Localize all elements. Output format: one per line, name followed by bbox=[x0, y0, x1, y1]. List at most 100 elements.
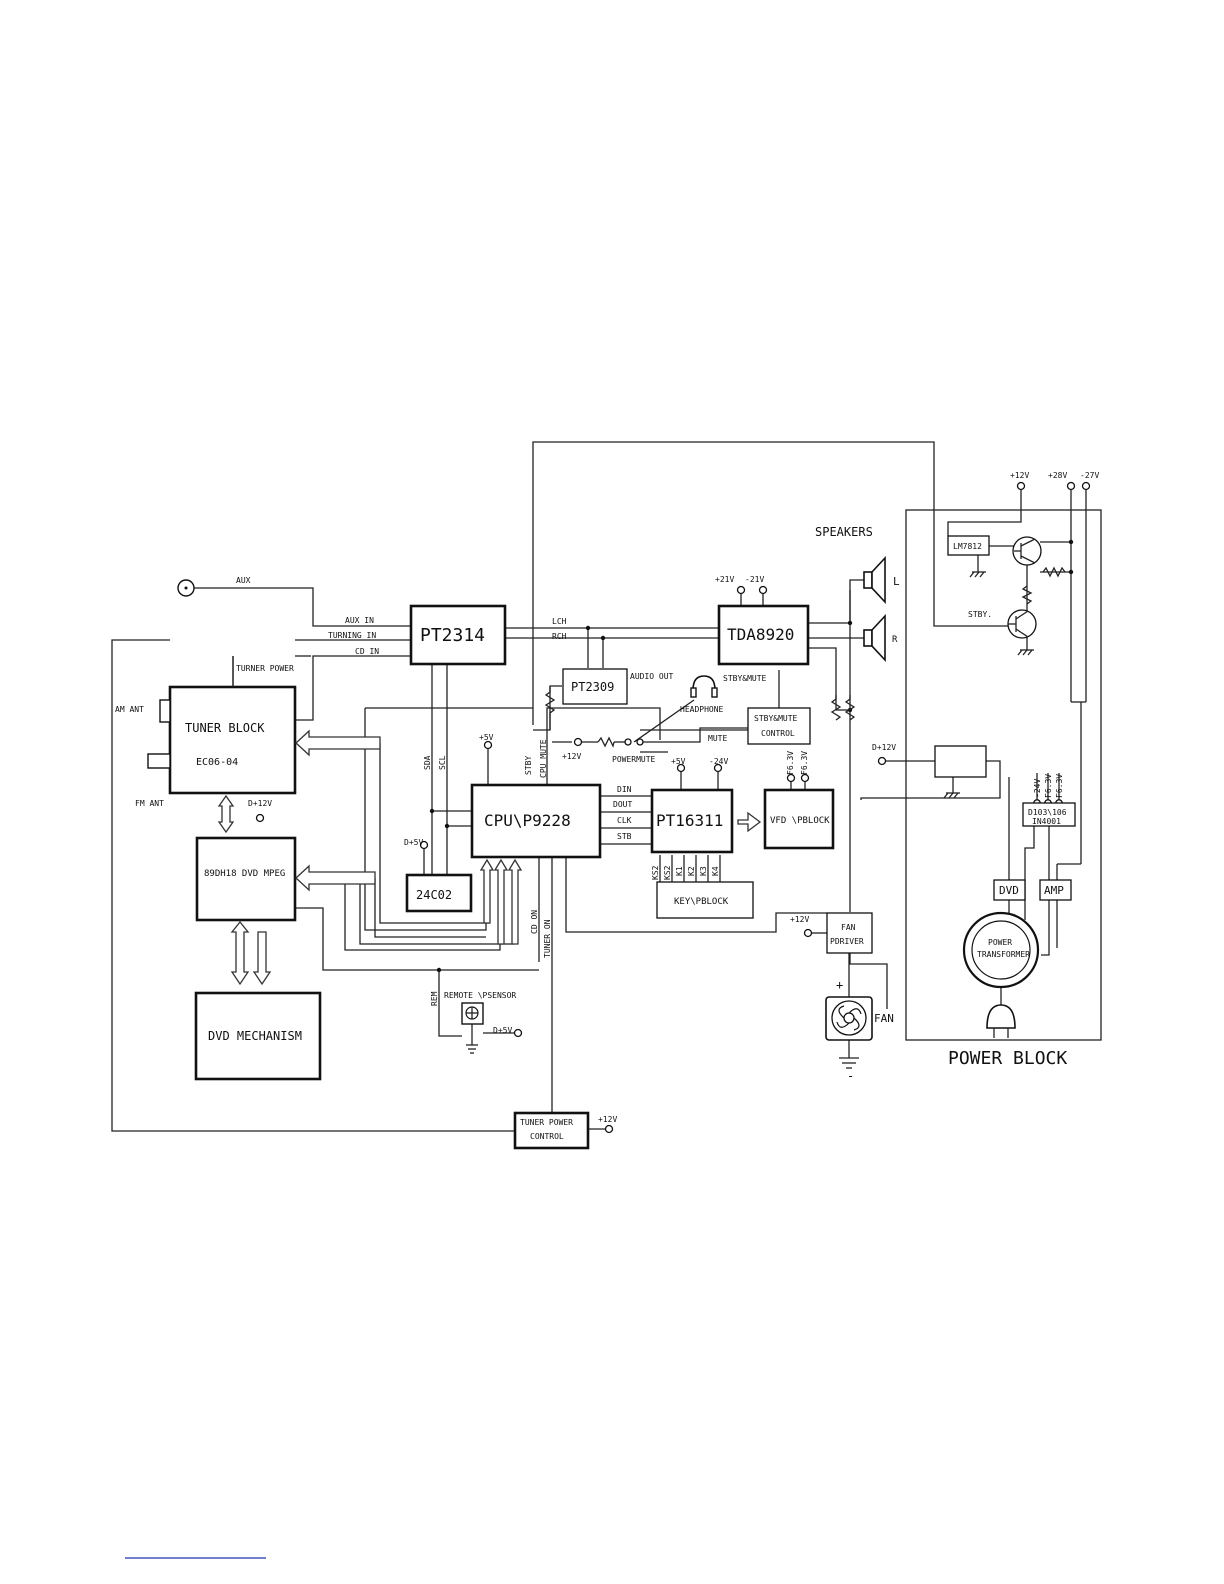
block-pt16311: PT16311 bbox=[650, 788, 734, 854]
svg-text:STBY: STBY bbox=[524, 756, 533, 775]
svg-text:SDA: SDA bbox=[423, 755, 432, 770]
svg-text:CONTROL: CONTROL bbox=[761, 729, 795, 738]
svg-text:FM ANT: FM ANT bbox=[135, 799, 164, 808]
svg-text:POWER: POWER bbox=[988, 938, 1012, 947]
svg-text:D+5V: D+5V bbox=[493, 1026, 512, 1035]
svg-text:K1: K1 bbox=[675, 866, 684, 876]
resistors bbox=[544, 566, 1066, 748]
svg-text:+21V: +21V bbox=[715, 575, 734, 584]
svg-text:K2: K2 bbox=[687, 866, 696, 876]
svg-text:K4: K4 bbox=[711, 866, 720, 876]
power-block: POWER BLOCK LM7812 D103\106 IN4001 bbox=[905, 509, 1102, 1069]
svg-text:STB: STB bbox=[617, 832, 632, 841]
svg-text:CLK: CLK bbox=[617, 816, 632, 825]
svg-text:TUNER BLOCK: TUNER BLOCK bbox=[185, 721, 265, 735]
svg-text:KS2: KS2 bbox=[651, 865, 660, 880]
block-24c02: 24C02 bbox=[405, 873, 473, 913]
svg-text:K3: K3 bbox=[699, 866, 708, 876]
svg-text:LM7812: LM7812 bbox=[953, 542, 982, 551]
block-dvd-mechanism: DVD MECHANISM bbox=[194, 991, 322, 1081]
svg-text:24C02: 24C02 bbox=[416, 888, 452, 902]
svg-text:DIN: DIN bbox=[617, 785, 632, 794]
svg-text:R: R bbox=[892, 635, 898, 645]
svg-text:AMP: AMP bbox=[1044, 884, 1064, 897]
svg-text:CPU MUTE: CPU MUTE bbox=[539, 739, 548, 778]
svg-text:REM: REM bbox=[430, 991, 439, 1006]
svg-text:+12V: +12V bbox=[598, 1115, 617, 1124]
svg-text:VFD \PBLOCK: VFD \PBLOCK bbox=[770, 816, 830, 826]
svg-text:D+12V: D+12V bbox=[872, 743, 896, 752]
svg-text:KS2: KS2 bbox=[663, 865, 672, 880]
svg-text:TRANSFORMER: TRANSFORMER bbox=[977, 950, 1030, 959]
svg-text:DVD: DVD bbox=[999, 884, 1019, 897]
svg-text:+12V: +12V bbox=[1010, 471, 1029, 480]
bus-arrows bbox=[217, 656, 762, 986]
svg-text:+12V: +12V bbox=[562, 752, 581, 761]
svg-text:STBY&MUTE: STBY&MUTE bbox=[754, 714, 798, 723]
block-tda8920: TDA8920 bbox=[717, 604, 810, 666]
svg-text:+12V: +12V bbox=[790, 915, 809, 924]
block-vfd: VFD \PBLOCK bbox=[763, 788, 835, 850]
block-pt2309: PT2309 bbox=[562, 668, 628, 705]
svg-text:F6.3V: F6.3V bbox=[786, 751, 795, 775]
svg-text:TURNER POWER: TURNER POWER bbox=[236, 664, 294, 673]
speaker-left-icon bbox=[863, 555, 886, 605]
svg-text:KEY\PBLOCK: KEY\PBLOCK bbox=[674, 897, 729, 907]
svg-text:STBY.: STBY. bbox=[968, 610, 992, 619]
svg-text:89DH18 DVD MPEG: 89DH18 DVD MPEG bbox=[204, 869, 285, 879]
speaker-right-icon bbox=[863, 613, 886, 663]
svg-text:CD ON: CD ON bbox=[530, 910, 539, 934]
block-stby-mute-control: STBY&MUTE CONTROL bbox=[747, 707, 811, 745]
remote-sensor-icon bbox=[461, 1002, 484, 1054]
svg-text:+5V: +5V bbox=[479, 733, 494, 742]
fan-icon bbox=[825, 996, 873, 1041]
svg-text:TUNER POWER: TUNER POWER bbox=[520, 1118, 573, 1127]
svg-text:SPEAKERS: SPEAKERS bbox=[815, 525, 873, 539]
svg-text:IN4001: IN4001 bbox=[1032, 817, 1061, 826]
svg-text:F6.3V: F6.3V bbox=[800, 751, 809, 775]
svg-text:AUX: AUX bbox=[236, 576, 251, 585]
svg-text:SCL: SCL bbox=[438, 755, 447, 770]
svg-text:CPU\P9228: CPU\P9228 bbox=[484, 811, 571, 830]
svg-text:TURNING IN: TURNING IN bbox=[328, 631, 376, 640]
svg-text:TDA8920: TDA8920 bbox=[727, 625, 794, 644]
svg-text:-: - bbox=[847, 1069, 854, 1083]
svg-text:EC06-04: EC06-04 bbox=[196, 757, 238, 768]
svg-text:REMOTE \PSENSOR: REMOTE \PSENSOR bbox=[444, 991, 516, 1000]
svg-text:+: + bbox=[836, 978, 843, 992]
svg-text:D+5V: D+5V bbox=[404, 838, 423, 847]
svg-text:F6.3V: F6.3V bbox=[1055, 774, 1064, 798]
fm-antenna-icon bbox=[147, 753, 171, 769]
svg-text:L: L bbox=[893, 575, 900, 588]
terminals bbox=[255, 481, 1091, 1134]
svg-text:CONTROL: CONTROL bbox=[530, 1132, 564, 1141]
am-antenna-icon bbox=[159, 699, 171, 723]
svg-text:PT16311: PT16311 bbox=[656, 811, 723, 830]
svg-text:+28V: +28V bbox=[1048, 471, 1067, 480]
voltage-labels: +21V -21V +5V +5V -24V D+12V D+5V D+5V +… bbox=[248, 471, 1099, 1124]
svg-text:-24V: -24V bbox=[709, 757, 728, 766]
block-key: KEY\PBLOCK bbox=[656, 881, 754, 919]
block-fan-driver: FAN PDRIVER bbox=[826, 912, 873, 954]
svg-text:MUTE: MUTE bbox=[708, 734, 727, 743]
svg-text:PDRIVER: PDRIVER bbox=[830, 937, 864, 946]
svg-text:AUX IN: AUX IN bbox=[345, 616, 374, 625]
svg-text:D+12V: D+12V bbox=[248, 799, 272, 808]
svg-text:AM ANT: AM ANT bbox=[115, 705, 144, 714]
svg-text:TUNER ON: TUNER ON bbox=[543, 919, 552, 958]
block-tuner-power-control: TUNER POWER CONTROL bbox=[513, 1111, 590, 1150]
svg-text:STBY&MUTE: STBY&MUTE bbox=[723, 674, 767, 683]
block-pt2314: PT2314 bbox=[409, 604, 507, 666]
svg-text:FAN: FAN bbox=[841, 923, 856, 932]
svg-text:HEADPHONE: HEADPHONE bbox=[680, 705, 724, 714]
svg-text:POWER BLOCK: POWER BLOCK bbox=[948, 1048, 1067, 1069]
svg-text:PT2314: PT2314 bbox=[420, 625, 485, 646]
svg-text:+5V: +5V bbox=[671, 757, 686, 766]
svg-text:-21V: -21V bbox=[745, 575, 764, 584]
svg-text:-27V: -27V bbox=[1080, 471, 1099, 480]
signal-labels: AUX AUX IN TURNING IN CD IN TURNER POWER… bbox=[115, 525, 992, 1083]
svg-text:PT2309: PT2309 bbox=[571, 680, 614, 694]
svg-text:LCH: LCH bbox=[552, 617, 567, 626]
svg-text:DOUT: DOUT bbox=[613, 800, 632, 809]
